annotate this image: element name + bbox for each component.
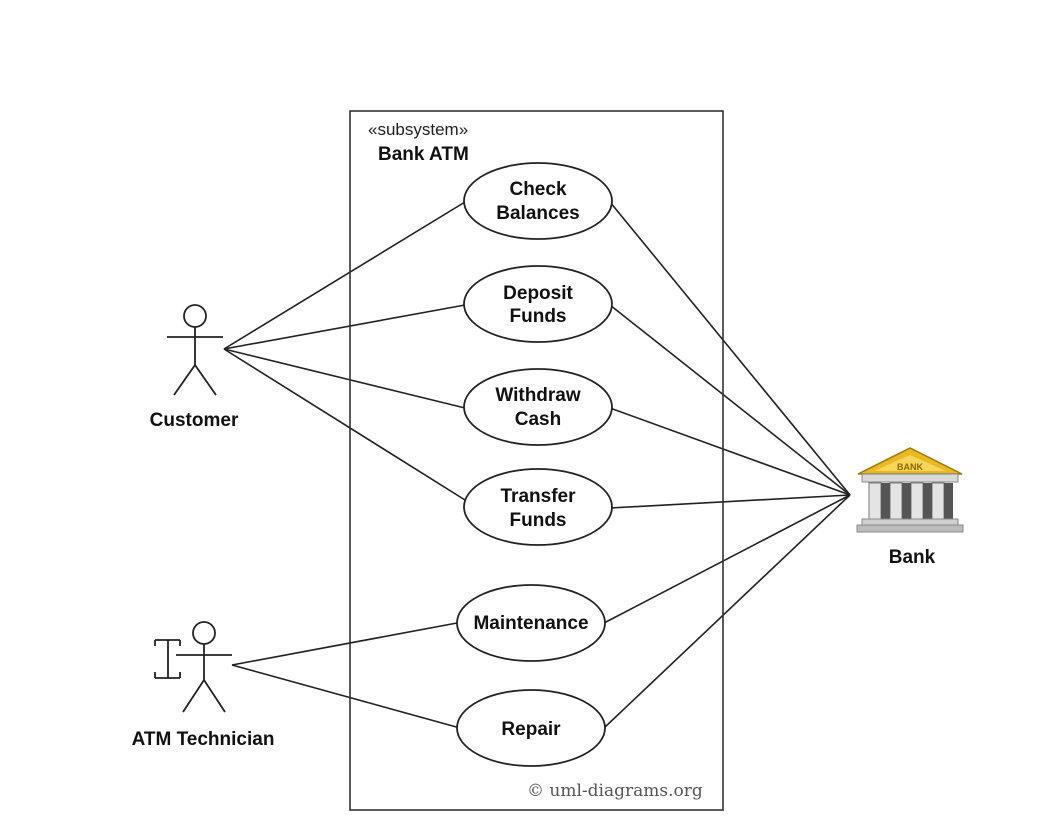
use-case-label: Maintenance (473, 613, 588, 634)
subsystem-name: Bank ATM (378, 144, 469, 165)
edge-customer-withdraw-cash (223, 348, 466, 409)
actor-label: Customer (150, 410, 239, 431)
use-case-check-balances[interactable]: Check Balances (463, 162, 613, 240)
actor-atm-technician[interactable]: ATM Technician (132, 621, 275, 750)
use-case-label-line-2: Funds (510, 510, 567, 531)
use-case-label-line-2: Cash (515, 409, 561, 430)
copyright-notice: © uml-diagrams.org (527, 781, 703, 801)
edge-customer-transfer-funds (223, 348, 466, 501)
edge-bank-transfer-funds (609, 494, 851, 509)
use-case-transfer-funds[interactable]: Transfer Funds (463, 468, 613, 546)
edge-bank-maintenance (603, 494, 851, 624)
edge-technician-repair (231, 664, 461, 729)
edge-customer-deposit-funds (223, 304, 466, 350)
edge-bank-withdraw-cash (609, 407, 851, 496)
edge-customer-check-balances (223, 201, 466, 350)
bank-sign: BANK (897, 462, 923, 472)
edge-technician-maintenance (231, 622, 458, 666)
use-case-label-line-1: Check (509, 179, 566, 200)
use-case-label-line-1: Withdraw (495, 385, 581, 406)
use-case-label: Repair (501, 719, 561, 740)
actor-label: ATM Technician (132, 729, 275, 750)
use-case-label-line-1: Deposit (503, 283, 573, 304)
use-case-label-line-2: Balances (496, 203, 579, 224)
subsystem-stereotype: «subsystem» (368, 120, 468, 139)
edge-bank-repair (603, 494, 851, 729)
use-case-maintenance[interactable]: Maintenance (456, 584, 606, 662)
subsystem-boundary: «subsystem» Bank ATM (349, 110, 724, 811)
use-case-label-line-1: Transfer (501, 486, 577, 507)
use-case-withdraw-cash[interactable]: Withdraw Cash (463, 368, 613, 446)
use-case-repair[interactable]: Repair (456, 689, 606, 767)
bank-building-icon: BANK (856, 447, 964, 533)
actor-customer[interactable]: Customer (150, 304, 239, 431)
technician-figure-icon (176, 621, 232, 713)
subsystem-frame (349, 110, 724, 811)
use-case-deposit-funds[interactable]: Deposit Funds (463, 265, 613, 343)
use-case-oval (456, 689, 606, 767)
use-case-oval (463, 162, 613, 240)
actor-bank[interactable]: BANK Bank (856, 447, 964, 568)
use-case-oval (463, 368, 613, 446)
wrench-tool-icon (154, 639, 181, 679)
use-case-oval (456, 584, 606, 662)
edge-bank-check-balances (609, 201, 851, 496)
actor-label: Bank (889, 547, 936, 568)
use-case-oval (463, 468, 613, 546)
use-case-oval (463, 265, 613, 343)
use-case-label-line-2: Funds (510, 306, 567, 327)
associations (223, 201, 851, 729)
edge-bank-deposit-funds (609, 304, 851, 496)
stick-figure-icon (167, 304, 223, 396)
